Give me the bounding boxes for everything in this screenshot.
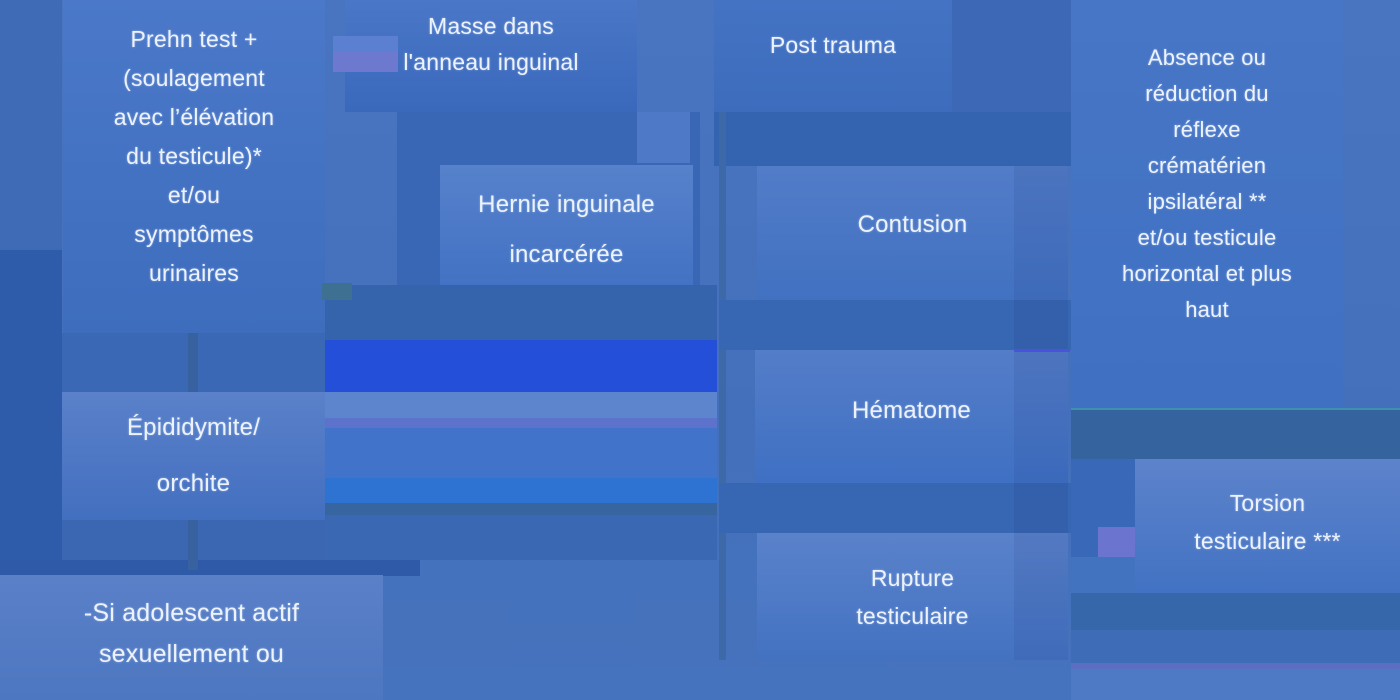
box-text-line: testiculaire ***: [1194, 528, 1341, 554]
box-text-line: et/ou testicule: [1137, 225, 1277, 250]
box-text-line: testiculaire: [856, 603, 969, 629]
box-text-line: orchite: [156, 470, 231, 497]
box-text-line: Contusion: [857, 211, 968, 238]
box-hematome: Hématome: [755, 350, 1068, 483]
box-text-line: sexuellement ou: [98, 640, 285, 668]
box-text-line: Épididymite/: [126, 414, 261, 441]
box-text-line: Masse dans: [427, 13, 554, 39]
box-text-line: ipsilatéral **: [1147, 189, 1267, 214]
box-text-line: urinaires: [148, 260, 239, 286]
lavender-patch: [333, 51, 398, 72]
background-patch: [1071, 557, 1135, 593]
box-text-line: horizontal et plus: [1122, 261, 1292, 286]
background-patch: [719, 483, 1071, 533]
vivid-blue-band: [325, 340, 717, 392]
box-text-line: incarcérée: [509, 241, 624, 268]
box-torsion-testiculaire: Torsion testiculaire ***: [1135, 459, 1400, 593]
box-text-line: Prehn test +: [130, 26, 258, 52]
box-text-line: crématérien: [1147, 153, 1267, 178]
background-patch: [1071, 408, 1400, 461]
background-patch: [1071, 630, 1400, 663]
box-text-line: avec l’élévation: [113, 104, 275, 130]
box-text-line: symptômes: [134, 221, 254, 247]
background-patch: [0, 250, 62, 576]
background-patch: [714, 112, 1071, 166]
box-text-line: Hernie inguinale: [478, 191, 655, 218]
box-text-line: (soulagement: [123, 65, 265, 91]
connector-line: [719, 112, 726, 660]
box-text-line: Post trauma: [769, 32, 897, 58]
box-note-adolescent: -Si adolescent actif sexuellement ou: [0, 575, 383, 700]
box-text-line: Absence ou: [1147, 45, 1267, 70]
box-text-line: réflexe: [1173, 117, 1241, 142]
background-patch: [325, 515, 717, 560]
background-patch: [325, 428, 717, 478]
box-prehn-test: Prehn test + (soulagement avec l’élévati…: [63, 0, 325, 333]
box-post-trauma: Post trauma: [714, 0, 952, 112]
background-patch: [1014, 166, 1068, 660]
box-text-line: réduction du: [1145, 81, 1269, 106]
box-rupture-testiculaire: Rupture testiculaire: [757, 533, 1068, 660]
box-text-line: Torsion: [1229, 490, 1306, 516]
box-text-line: Rupture: [870, 565, 955, 591]
box-absence-reflexe-cremasterien: Absence ou réduction du réflexe crématér…: [1071, 0, 1343, 408]
box-text-line: l'anneau inguinal: [403, 49, 579, 75]
box-text-line: haut: [1185, 297, 1229, 322]
background-patch: [0, 560, 420, 576]
background-patch: [952, 0, 1071, 112]
background-patch: [333, 36, 398, 51]
background-patch: [1071, 669, 1400, 700]
box-epididymite-orchite: Épididymite/ orchite: [62, 392, 325, 520]
box-text-line: du testicule)*: [126, 143, 262, 169]
background-patch: [637, 112, 690, 163]
purple-patch: [1098, 527, 1135, 557]
connector-line: [188, 333, 198, 392]
connector-line: [188, 520, 198, 570]
background-patch: [0, 0, 62, 250]
background-patch: [1071, 593, 1400, 630]
teal-patch: [322, 283, 352, 300]
background-patch: [719, 300, 1071, 350]
box-contusion: Contusion: [757, 166, 1068, 300]
box-text-line: Hématome: [852, 397, 971, 424]
box-hernie-inguinale-incarceree: Hernie inguinale incarcérée: [440, 165, 693, 285]
bright-blue-band: [325, 478, 717, 503]
box-text-line: -Si adolescent actif: [83, 599, 300, 627]
purple-band: [325, 418, 717, 428]
box-text-line: et/ou: [167, 182, 221, 208]
background-patch: [325, 285, 717, 340]
bright-line: [1014, 349, 1070, 352]
purple-line: [1071, 663, 1400, 669]
periwinkle-band: [325, 392, 717, 418]
background-patch: [325, 503, 717, 515]
